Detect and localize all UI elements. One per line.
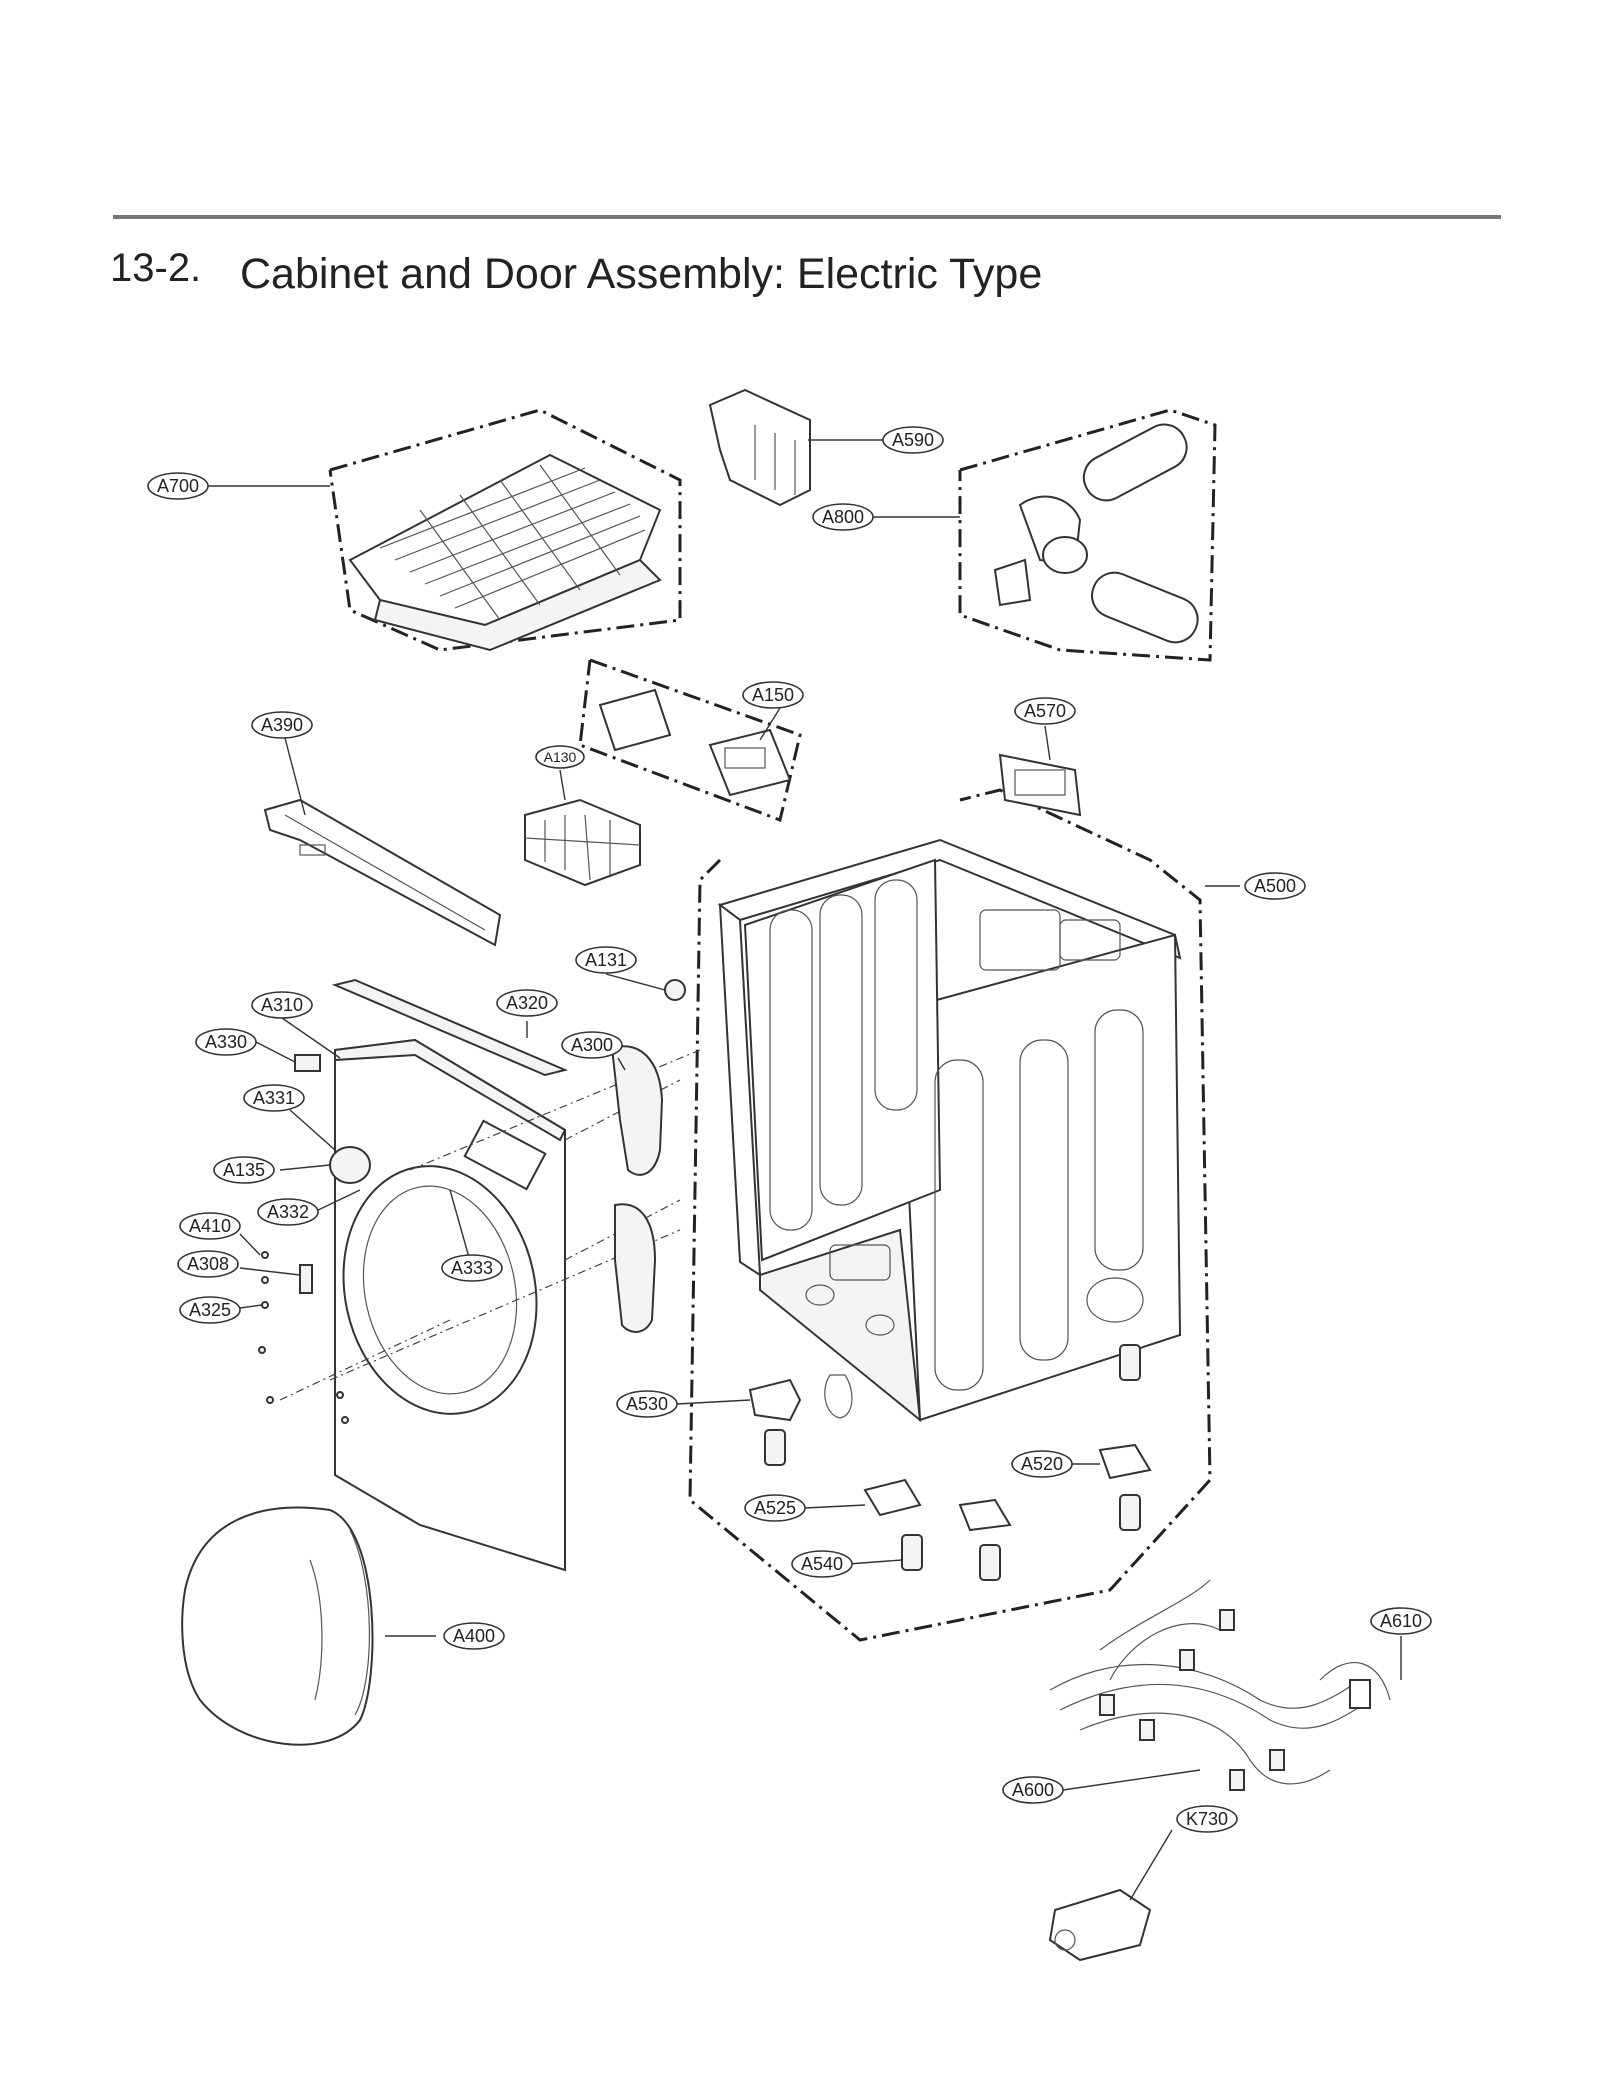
label-a530: A530: [616, 1390, 678, 1418]
label-a410: A410: [179, 1212, 241, 1240]
svg-text:A331: A331: [253, 1088, 295, 1108]
svg-text:A700: A700: [157, 476, 199, 496]
duct-cover-drawing: [708, 388, 811, 507]
header-rule: [113, 215, 1501, 219]
svg-text:A590: A590: [892, 430, 934, 450]
front-panel-drawing: [279, 978, 701, 1572]
label-a325: A325: [179, 1296, 241, 1324]
screws-drawing: [258, 1251, 349, 1424]
label-a135: A135: [213, 1156, 275, 1184]
label-a520: A520: [1011, 1450, 1073, 1478]
control-pcb-drawing: [578, 658, 802, 823]
label-a610: A610: [1370, 1607, 1432, 1635]
svg-text:A410: A410: [189, 1216, 231, 1236]
cabinet-drawing: [688, 788, 1212, 1642]
label-a570: A570: [1014, 697, 1076, 725]
svg-text:A390: A390: [261, 715, 303, 735]
label-a600: A600: [1002, 1776, 1064, 1804]
knob-ring-drawing: [329, 1146, 371, 1184]
terminal-plate-drawing: [998, 753, 1082, 817]
svg-text:A330: A330: [205, 1032, 247, 1052]
svg-text:A500: A500: [1254, 876, 1296, 896]
knob-drawing: [664, 979, 686, 1001]
label-a300: A300: [561, 1031, 623, 1059]
label-a332: A332: [257, 1198, 319, 1226]
label-a800: A800: [812, 503, 874, 531]
svg-text:A570: A570: [1024, 701, 1066, 721]
label-a131: A131: [575, 946, 637, 974]
door-handles-drawing: [610, 1045, 664, 1333]
section-number: 13-2.: [110, 246, 202, 290]
label-a308: A308: [177, 1250, 239, 1278]
label-a330: A330: [195, 1028, 257, 1056]
duct-kit-drawing: [958, 408, 1217, 662]
svg-text:A600: A600: [1012, 1780, 1054, 1800]
label-a590: A590: [882, 426, 944, 454]
rear-rail-drawing: [263, 798, 502, 947]
svg-text:A308: A308: [187, 1254, 229, 1274]
top-plate-drawing: [328, 408, 682, 652]
svg-text:A130: A130: [544, 749, 577, 765]
label-a310: A310: [251, 991, 313, 1019]
label-k730: K730: [1176, 1805, 1238, 1833]
label-a333: A333: [441, 1254, 503, 1282]
svg-text:A325: A325: [189, 1300, 231, 1320]
svg-text:A800: A800: [822, 507, 864, 527]
label-a390: A390: [251, 711, 313, 739]
label-a500: A500: [1244, 872, 1306, 900]
svg-text:A530: A530: [626, 1394, 668, 1414]
label-a150: A150: [742, 681, 804, 709]
motor-drawing: [1048, 1888, 1152, 1962]
switch-drawing: [294, 1054, 321, 1072]
svg-text:A520: A520: [1021, 1454, 1063, 1474]
svg-text:A135: A135: [223, 1160, 265, 1180]
filter-housing-drawing: [524, 798, 641, 887]
label-a320: A320: [496, 989, 558, 1017]
svg-text:A310: A310: [261, 995, 303, 1015]
leader-lines: [208, 439, 1402, 1901]
label-a525: A525: [744, 1494, 806, 1522]
svg-text:A525: A525: [754, 1498, 796, 1518]
svg-text:A131: A131: [585, 950, 627, 970]
hinge-drawing: [299, 1264, 313, 1294]
leg-brackets-drawing: [748, 1344, 1152, 1581]
svg-text:A400: A400: [453, 1626, 495, 1646]
label-a130: A130: [535, 745, 585, 769]
svg-text:A540: A540: [801, 1554, 843, 1574]
label-a400: A400: [443, 1622, 505, 1650]
page-title: Cabinet and Door Assembly: Electric Type: [240, 250, 1043, 298]
svg-text:A300: A300: [571, 1035, 613, 1055]
svg-text:A320: A320: [506, 993, 548, 1013]
label-a331: A331: [243, 1084, 305, 1112]
svg-text:A333: A333: [451, 1258, 493, 1278]
svg-text:A610: A610: [1380, 1611, 1422, 1631]
label-a700: A700: [147, 472, 209, 500]
label-a540: A540: [791, 1550, 853, 1578]
svg-text:A150: A150: [752, 685, 794, 705]
door-drawing: [181, 1506, 374, 1746]
wire-harness-drawing: [1049, 1579, 1391, 1791]
svg-text:A332: A332: [267, 1202, 309, 1222]
svg-text:K730: K730: [1186, 1809, 1228, 1829]
